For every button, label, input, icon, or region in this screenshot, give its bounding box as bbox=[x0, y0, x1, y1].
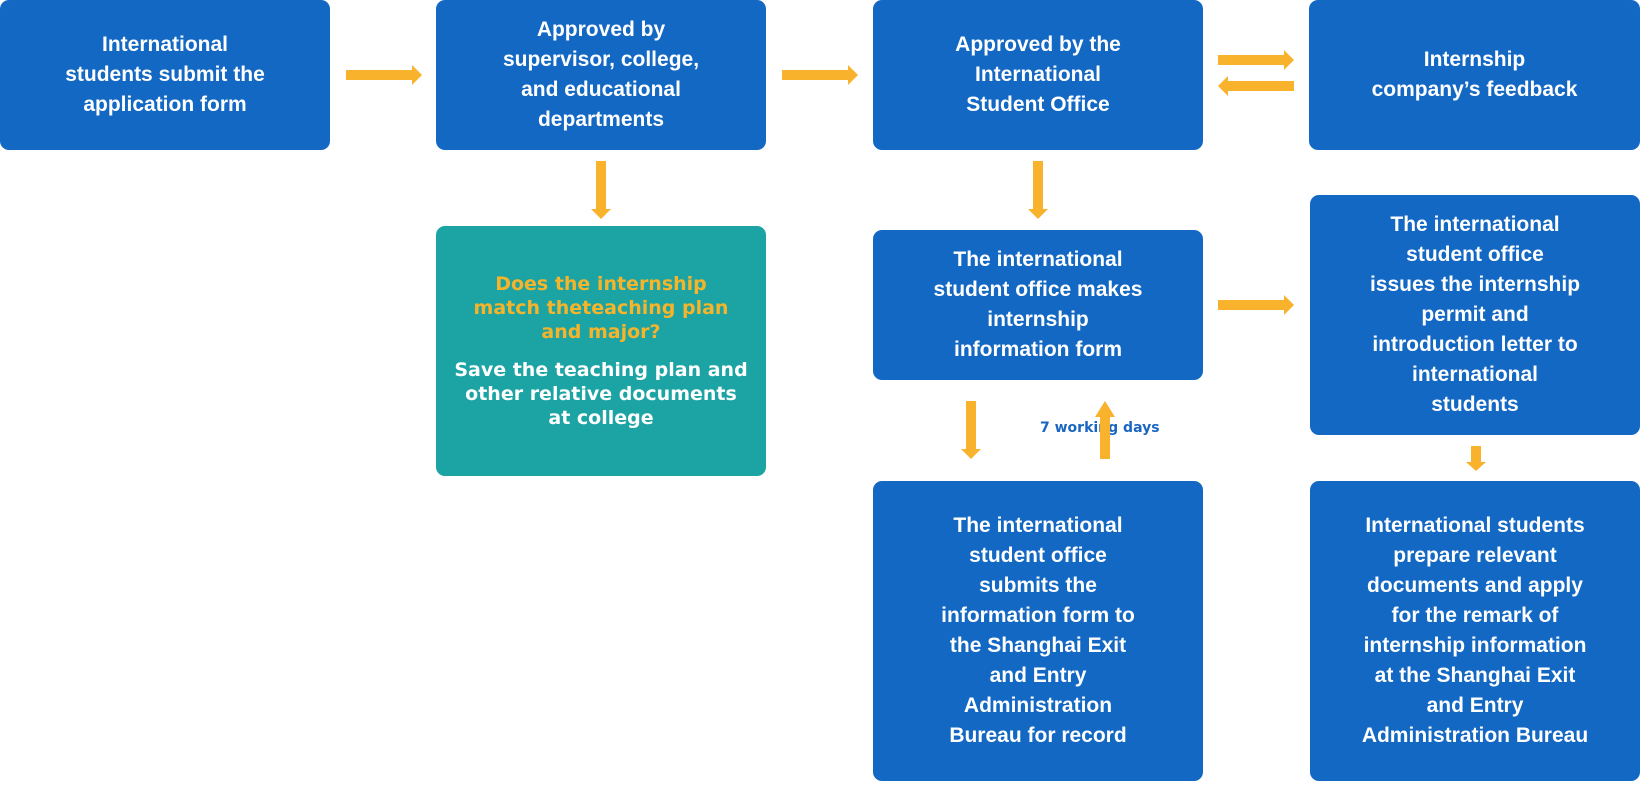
step-approved-by-iso: Approved by the International Student Of… bbox=[873, 0, 1203, 150]
step-issues-permit-text: The international student office issues … bbox=[1369, 213, 1581, 416]
arrow-down-check bbox=[591, 161, 611, 219]
arrow-to-company bbox=[1218, 50, 1294, 70]
step-prepare-documents: International students prepare relevant … bbox=[1310, 481, 1640, 781]
step-submit-application-text: International students submit the applic… bbox=[65, 33, 265, 116]
arrow-right-1 bbox=[346, 65, 422, 85]
step-makes-information-form: The international student office makes i… bbox=[873, 230, 1203, 380]
step-approved-by-iso-text: Approved by the International Student Of… bbox=[955, 33, 1121, 116]
arrow-down-prepare-docs bbox=[1466, 446, 1486, 471]
arrow-down-submits-form bbox=[961, 401, 981, 459]
check-teaching-plan: Does the internship match theteaching pl… bbox=[436, 226, 766, 476]
step-company-feedback-text: Internship company’s feedback bbox=[1371, 48, 1578, 101]
step-company-feedback: Internship company’s feedback bbox=[1309, 0, 1640, 150]
arrow-from-company bbox=[1218, 76, 1294, 96]
step-submit-application: International students submit the applic… bbox=[0, 0, 330, 150]
arrow-up-feedback bbox=[1095, 401, 1115, 459]
arrow-to-issues-permit bbox=[1218, 295, 1294, 315]
step-submits-form-to-bureau-text: The international student office submits… bbox=[941, 514, 1135, 747]
check-note: Save the teaching plan and other relativ… bbox=[454, 359, 748, 429]
arrow-down-makes-form bbox=[1028, 161, 1048, 219]
step-approved-by-supervisor: Approved by supervisor, college, and edu… bbox=[436, 0, 766, 150]
step-makes-information-form-text: The international student office makes i… bbox=[933, 248, 1143, 361]
check-question: Does the internship match theteaching pl… bbox=[473, 273, 729, 343]
step-issues-permit: The international student office issues … bbox=[1310, 195, 1640, 435]
working-days-label: 7 working days bbox=[1040, 420, 1160, 436]
step-prepare-documents-text: International students prepare relevant … bbox=[1361, 514, 1589, 747]
arrow-right-2 bbox=[782, 65, 858, 85]
step-approved-by-supervisor-text: Approved by supervisor, college, and edu… bbox=[502, 18, 700, 131]
step-submits-form-to-bureau: The international student office submits… bbox=[873, 481, 1203, 781]
